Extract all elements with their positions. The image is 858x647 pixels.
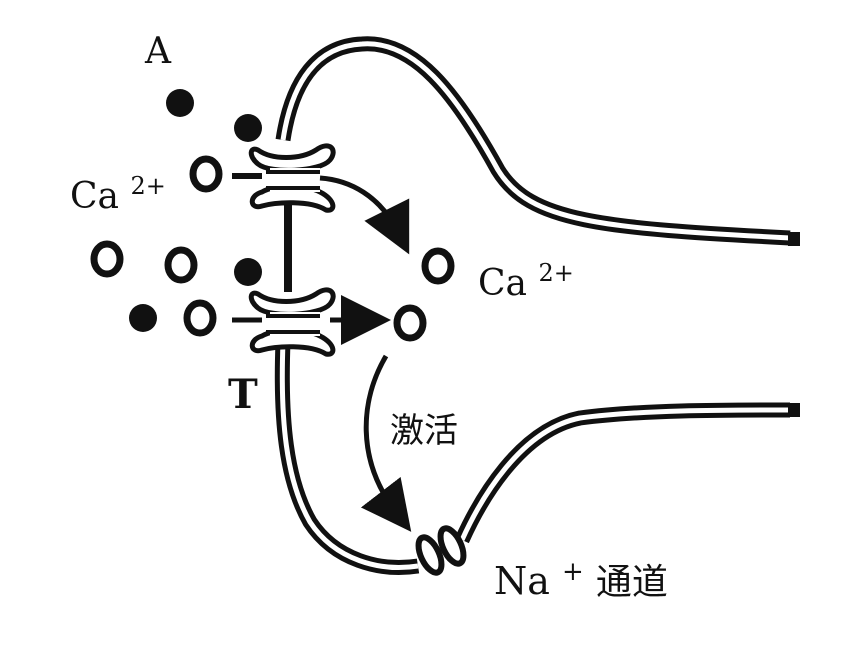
black-dot xyxy=(234,258,262,286)
ca-right-sup: 2+ xyxy=(538,259,573,287)
upper-calcium-channel xyxy=(248,143,336,213)
lower-membrane-end xyxy=(788,403,800,417)
ca-left-base: Ca xyxy=(70,176,119,217)
label-ca-right: Ca 2+ xyxy=(478,259,574,304)
na-base: Na xyxy=(494,559,550,603)
label-activate: 激活 xyxy=(390,411,458,451)
lower-membrane xyxy=(274,341,800,575)
calcium-ion xyxy=(164,246,198,284)
label-t: T xyxy=(228,371,258,418)
lower-calcium-channel xyxy=(248,287,336,357)
arrow-upper-channel xyxy=(319,175,410,255)
label-a: A xyxy=(144,31,172,72)
label-na-channel: Na + 通道 xyxy=(494,545,668,603)
upper-membrane xyxy=(275,36,800,246)
calcium-ions xyxy=(90,155,455,342)
calcium-ion xyxy=(393,304,427,342)
black-dot xyxy=(234,114,262,142)
black-dot xyxy=(166,89,194,117)
na-suffix: 通道 xyxy=(596,562,668,603)
ca-left-sup: 2+ xyxy=(130,172,165,200)
na-sup: + xyxy=(562,557,584,587)
ca-right-base: Ca xyxy=(478,263,527,304)
black-dot xyxy=(129,304,157,332)
label-ca-left: Ca 2+ xyxy=(70,172,166,217)
sodium-channel xyxy=(415,525,467,576)
calcium-ion xyxy=(421,247,455,285)
calcium-ion xyxy=(90,240,124,278)
arrow-activate xyxy=(360,354,412,532)
upper-membrane-end xyxy=(788,232,800,246)
calcium-ion xyxy=(183,299,217,337)
calcium-ion xyxy=(189,155,223,193)
